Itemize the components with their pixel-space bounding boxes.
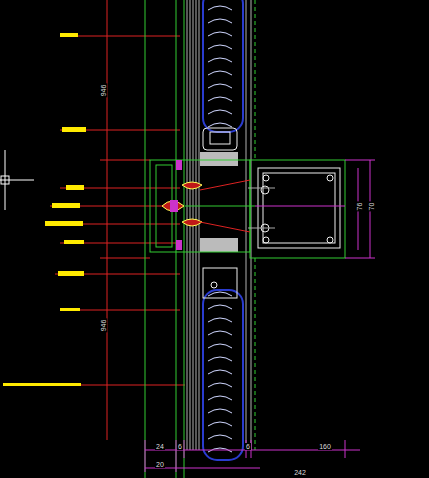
dimension-text: 20	[155, 461, 165, 468]
dimension-text: 946	[101, 83, 108, 97]
dimension-text: 70	[368, 201, 375, 211]
dimension-text: 946	[101, 318, 108, 332]
dimension-text: 160	[318, 443, 332, 450]
dimension-text: 76	[356, 201, 363, 211]
dimension-text: 6	[177, 443, 183, 450]
dimension-text: 24	[155, 443, 165, 450]
dimension-text: 242	[293, 469, 307, 476]
dimension-text: 6	[245, 443, 251, 450]
